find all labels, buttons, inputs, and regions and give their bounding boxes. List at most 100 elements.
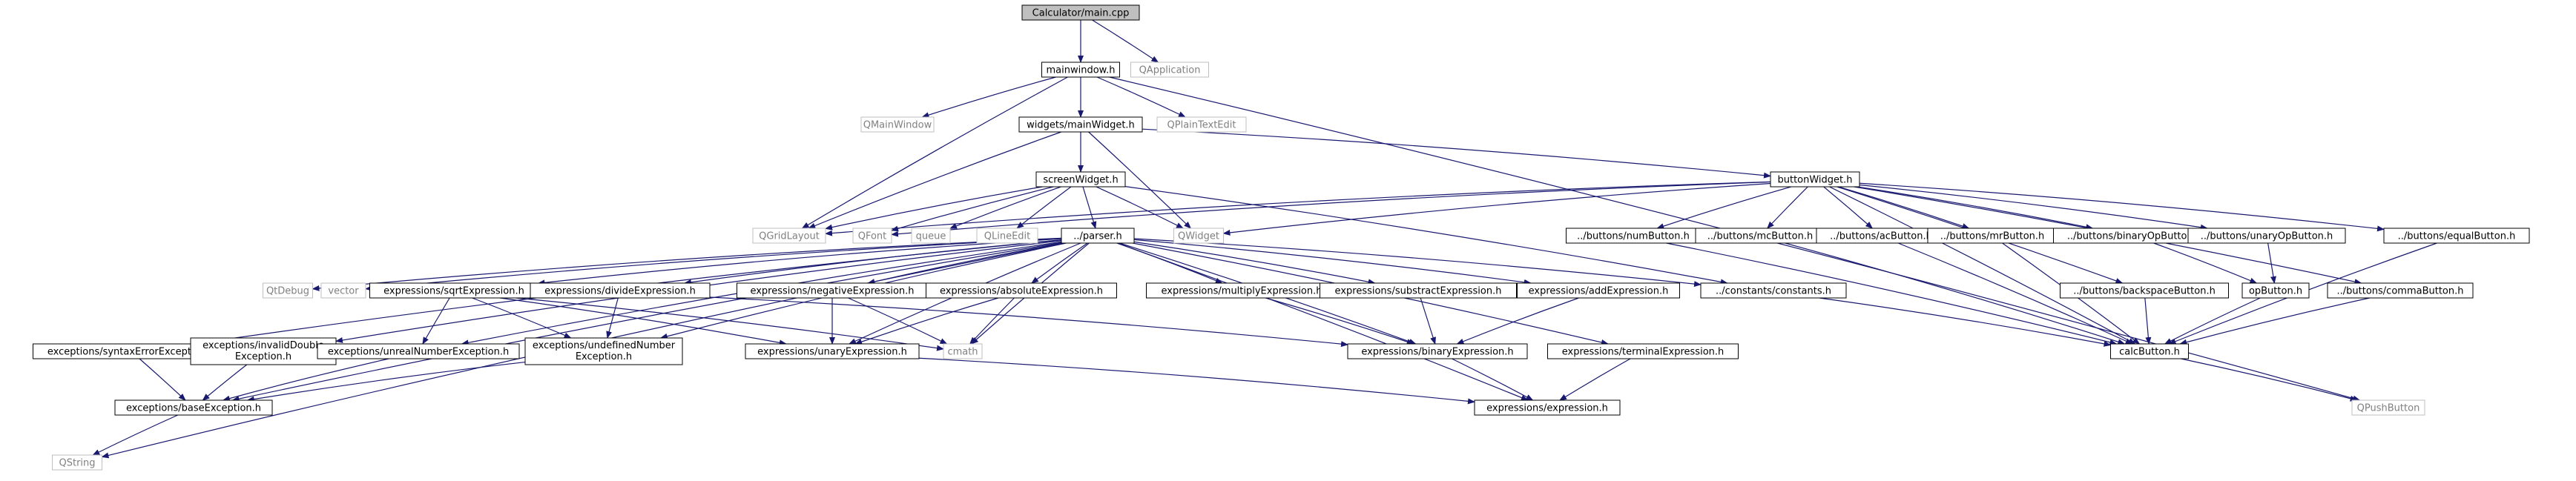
node-label-sqrtexpr: expressions/sqrtExpression.h [383, 286, 524, 297]
node-box-main [1021, 4, 1140, 21]
node-label-absoluteexpr: expressions/absoluteExpression.h [940, 286, 1103, 297]
node-label-line-invaliddouble: Exception.h [235, 351, 291, 362]
node-box-equalbutton [2383, 228, 2530, 244]
edge-mainwidget-to-qgridlayout [808, 131, 1062, 229]
node-constants[interactable]: ../constants/constants.h [1700, 282, 1847, 299]
edge-acbutton-to-calcbutton [1897, 242, 2133, 345]
node-mrbutton[interactable]: ../buttons/mrButton.h [1927, 228, 2058, 244]
edge-parser-to-vector [365, 237, 1062, 291]
edge-parser-to-substractexpr [1133, 241, 1376, 285]
edge-divideexpr-to-undefinednumber [606, 297, 619, 339]
node-multiplyexpr[interactable]: expressions/multiplyExpression.h [1146, 282, 1337, 299]
node-qgridlayout: QGridLayout [752, 228, 826, 244]
node-label-commabutton: ../buttons/commaButton.h [2337, 286, 2464, 297]
edge-mainwindow-to-qplaintextedit [1096, 76, 1186, 118]
node-calcbutton[interactable]: calcButton.h [2110, 343, 2189, 359]
node-negativeexpr[interactable]: expressions/negativeExpression.h [737, 282, 928, 299]
node-numbutton[interactable]: ../buttons/numButton.h [1566, 228, 1701, 244]
node-box-constants [1700, 282, 1847, 299]
node-mainwindow[interactable]: mainwindow.h [1041, 62, 1120, 78]
node-commabutton[interactable]: ../buttons/commaButton.h [2327, 282, 2474, 299]
edge-buttonwidget-to-acbutton [1823, 186, 1874, 229]
node-qstring: QString [52, 454, 102, 471]
edge-parser-to-divideexpr [684, 239, 1062, 285]
node-parser[interactable]: ../parser.h [1061, 228, 1135, 244]
edge-mainwidget-to-qwidget [1088, 131, 1192, 229]
node-label-cmath: cmath [947, 347, 978, 358]
edge-mainwindow-to-qmainwindow [921, 76, 1056, 119]
node-addexpr[interactable]: expressions/addExpression.h [1517, 282, 1680, 299]
node-label-qapplication: QApplication [1139, 65, 1201, 76]
node-box-qfont [852, 228, 892, 244]
edge-screenwidget-to-qwidget [1096, 186, 1184, 229]
edge-parser-to-baseexception [231, 242, 1062, 402]
node-sqrtexpr[interactable]: expressions/sqrtExpression.h [369, 282, 538, 299]
node-box-screenwidget [1035, 171, 1126, 188]
edge-addexpr-to-binaryexpr [1456, 297, 1579, 345]
node-mainwidget[interactable]: widgets/mainWidget.h [1018, 116, 1143, 133]
node-qfont: QFont [852, 228, 892, 244]
edge-buttonwidget-to-qwidget [1222, 182, 1771, 236]
node-label-parser: ../parser.h [1073, 231, 1122, 242]
node-unrealnumber[interactable]: exceptions/unrealNumberException.h [317, 343, 520, 359]
node-box-qapplication [1130, 62, 1209, 78]
edge-divideexpr-to-binaryexpr [709, 296, 1348, 348]
node-qplaintextedit: QPlainTextEdit [1156, 116, 1247, 133]
edge-sqrtexpr-to-unrealnumber [422, 297, 450, 345]
edge-multiplyexpr-to-binaryexpr [1265, 297, 1414, 345]
node-unaryexpr[interactable]: expressions/unaryExpression.h [745, 343, 920, 359]
node-main[interactable]: Calculator/main.cpp [1021, 4, 1140, 21]
edge-mainwidget-to-buttonwidget [1142, 128, 1771, 179]
node-label-expression: expressions/expression.h [1486, 403, 1608, 414]
node-baseexception[interactable]: exceptions/baseException.h [114, 399, 273, 416]
edge-unaryexpr-to-expression [918, 357, 1475, 405]
node-label-mrbutton: ../buttons/mrButton.h [1940, 231, 2045, 242]
edge-mainwindow-to-qgridlayout [801, 76, 1068, 229]
node-box-backspacebutton [2060, 282, 2229, 299]
node-label-qlineedit: QLineEdit [984, 231, 1031, 242]
edge-binaryexpr-to-expression [1452, 358, 1534, 401]
edge-mcbutton-to-calcbutton [1785, 242, 2126, 345]
node-box-vector [320, 282, 366, 299]
node-box-cmath [943, 343, 983, 359]
node-vector: vector [320, 282, 366, 299]
node-terminalexpr[interactable]: expressions/terminalExpression.h [1547, 343, 1739, 359]
node-divideexpr[interactable]: expressions/divideExpression.h [530, 282, 711, 299]
node-label-main: Calculator/main.cpp [1032, 8, 1130, 19]
node-substractexpr[interactable]: expressions/substractExpression.h [1320, 282, 1517, 299]
node-opbutton[interactable]: opButton.h [2241, 282, 2310, 299]
edge-negativeexpr-to-cmath [848, 297, 948, 345]
edge-parser-to-addexpr [1133, 239, 1532, 285]
node-qmainwindow: QMainWindow [860, 116, 935, 133]
node-absoluteexpr[interactable]: expressions/absoluteExpression.h [926, 282, 1117, 299]
node-acbutton[interactable]: ../buttons/acButton.h [1816, 228, 1946, 244]
node-buttonwidget[interactable]: buttonWidget.h [1770, 171, 1860, 188]
node-label-unrealnumber: exceptions/unrealNumberException.h [328, 347, 509, 358]
node-label-unaryopbutton: ../buttons/unaryOpButton.h [2201, 231, 2333, 242]
node-expression[interactable]: expressions/expression.h [1474, 399, 1621, 416]
node-backspacebutton[interactable]: ../buttons/backspaceButton.h [2060, 282, 2229, 299]
edge-buttonwidget-to-mrbutton [1838, 186, 1970, 229]
node-unaryopbutton[interactable]: ../buttons/unaryOpButton.h [2187, 228, 2346, 244]
node-label-queue: queue [916, 231, 946, 242]
node-label-multiplyexpr: expressions/multiplyExpression.h [1162, 286, 1322, 297]
node-equalbutton[interactable]: ../buttons/equalButton.h [2383, 228, 2530, 244]
node-qpushbutton: QPushButton [2351, 399, 2425, 416]
edge-sqrtexpr-to-undefinednumber [472, 297, 572, 339]
node-mcbutton[interactable]: ../buttons/mcButton.h [1695, 228, 1825, 244]
node-box-expression [1474, 399, 1621, 416]
edge-main-to-qapplication [1092, 19, 1159, 63]
node-binaryexpr[interactable]: expressions/binaryExpression.h [1347, 343, 1528, 359]
edge-absoluteexpr-to-cmath [969, 297, 1015, 345]
node-binaryopbutton[interactable]: ../buttons/binaryOpButton.h [2053, 228, 2216, 244]
node-screenwidget[interactable]: screenWidget.h [1035, 171, 1126, 188]
node-label-qpushbutton: QPushButton [2357, 403, 2420, 414]
edge-parser-to-qtdebug [312, 237, 1062, 291]
node-label-qgridlayout: QGridLayout [759, 231, 820, 242]
edge-buttonwidget-to-mcbutton [1767, 186, 1808, 229]
node-qlineedit: QLineEdit [976, 228, 1038, 244]
node-label-opbutton: opButton.h [2249, 286, 2302, 297]
